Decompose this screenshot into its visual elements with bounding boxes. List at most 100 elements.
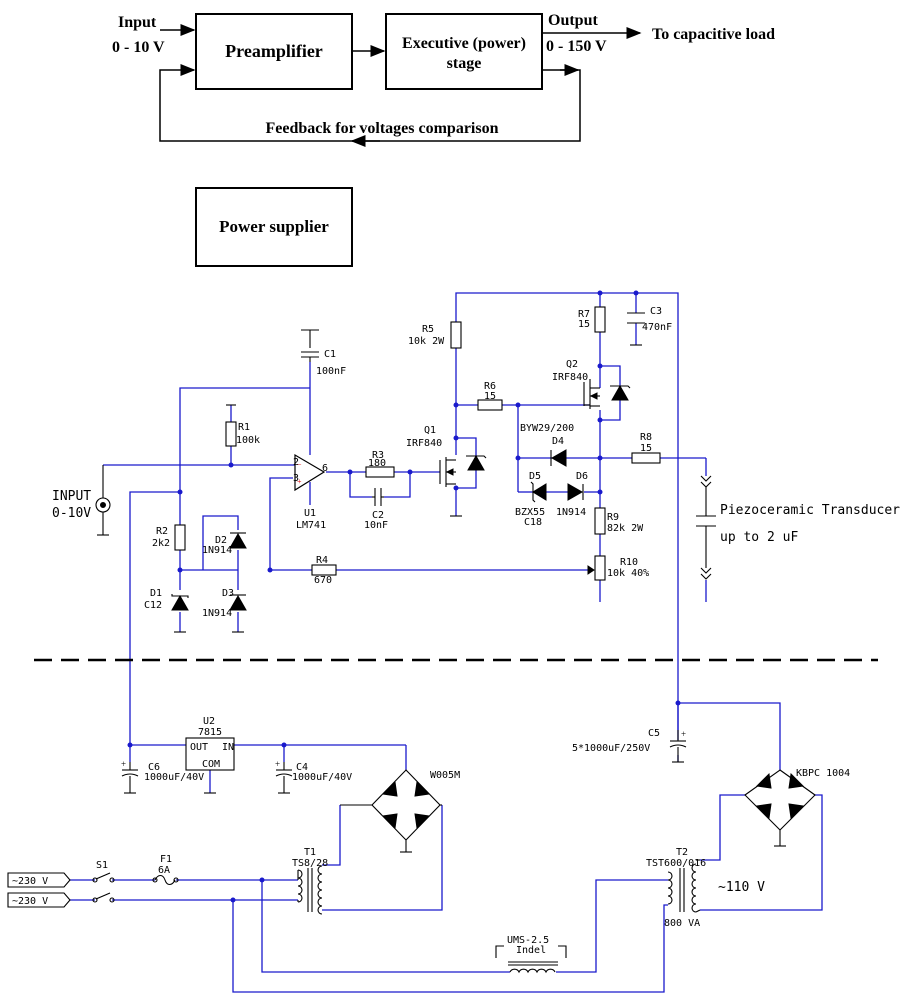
svg-text:3: 3 — [293, 473, 299, 484]
svg-text:OUT: OUT — [190, 742, 208, 753]
svg-text:2: 2 — [293, 457, 299, 468]
d2-diode — [229, 532, 247, 549]
bridge-kbpc1004 — [744, 769, 816, 847]
svg-text:IN: IN — [222, 742, 234, 753]
q2-mosfet — [583, 379, 631, 409]
svg-text:R1: R1 — [238, 422, 250, 433]
c5-capacitor: + — [669, 729, 687, 763]
svg-text:~230 V: ~230 V — [12, 896, 48, 907]
svg-text:+: + — [681, 729, 686, 739]
svg-text:BZX55: BZX55 — [515, 507, 545, 518]
svg-text:10nF: 10nF — [364, 520, 388, 531]
svg-text:6: 6 — [322, 463, 328, 474]
svg-text:1N914: 1N914 — [202, 545, 232, 556]
svg-text:KBPC 1004: KBPC 1004 — [796, 768, 850, 779]
u2-regulator — [185, 737, 235, 771]
r10-potentiometer — [587, 555, 606, 581]
r8-resistor — [631, 452, 661, 464]
s1-switch — [92, 872, 115, 903]
svg-text:C12: C12 — [144, 600, 162, 611]
svg-text:+: + — [297, 477, 302, 486]
feedback-path-left — [159, 64, 352, 142]
svg-text:6A: 6A — [158, 865, 170, 876]
r9-resistor — [594, 507, 606, 535]
svg-text:C6: C6 — [148, 762, 160, 773]
transducer-label: Piezoceramic Transducer — [720, 503, 900, 518]
mains-plug-1 — [7, 872, 71, 888]
svg-text:D5: D5 — [529, 471, 541, 482]
svg-text:S1: S1 — [96, 860, 108, 871]
f1-fuse — [152, 874, 179, 886]
d5-zener — [530, 481, 547, 503]
c3-capacitor — [627, 312, 645, 324]
input-jack — [95, 465, 111, 536]
mains-plug-2 — [7, 892, 71, 908]
d3-diode — [229, 594, 247, 611]
svg-text:5*1000uF/250V: 5*1000uF/250V — [572, 743, 650, 754]
power-labels: U2 7815 OUT IN COM C6 1000uF/40V C4 1000… — [12, 716, 850, 956]
junctions — [127, 290, 681, 903]
transducer-cap-label: up to 2 uF — [720, 530, 798, 545]
svg-text:F1: F1 — [160, 854, 172, 865]
svg-text:R5: R5 — [422, 324, 434, 335]
svg-text:R7: R7 — [578, 309, 590, 320]
c6-capacitor: + — [121, 759, 139, 794]
svg-text:100nF: 100nF — [316, 366, 346, 377]
input-label: Input — [118, 14, 157, 31]
svg-text:LM741: LM741 — [296, 520, 326, 531]
svg-text:~230 V: ~230 V — [12, 876, 48, 887]
svg-text:C4: C4 — [296, 762, 308, 773]
bridge-w005m — [340, 769, 442, 853]
svg-text:10k 2W: 10k 2W — [408, 336, 445, 347]
piezo-transducer — [696, 475, 716, 580]
svg-text:R9: R9 — [607, 512, 619, 523]
r1-resistor — [225, 421, 237, 447]
svg-text:1000uF/40V: 1000uF/40V — [144, 772, 204, 783]
t1-transformer — [297, 865, 323, 915]
d1-zener — [171, 594, 189, 611]
svg-text:T2: T2 — [676, 847, 688, 858]
svg-text:15: 15 — [578, 319, 590, 330]
svg-text:R2: R2 — [156, 526, 168, 537]
choke-ums — [495, 945, 567, 974]
r2-resistor — [174, 524, 186, 551]
svg-text:Q2: Q2 — [566, 359, 578, 370]
svg-text:+: + — [121, 759, 126, 769]
svg-text:IRF840: IRF840 — [406, 438, 442, 449]
svg-text:TST600/016: TST600/016 — [646, 858, 706, 869]
svg-text:15: 15 — [484, 391, 496, 402]
svg-text:UMS-2.5: UMS-2.5 — [507, 935, 549, 946]
svg-text:15: 15 — [640, 443, 652, 454]
t2-transformer — [667, 859, 701, 913]
c2-capacitor — [374, 488, 382, 506]
d4-diode — [550, 449, 567, 467]
input-jack-label: INPUT — [52, 489, 91, 504]
power-wires — [70, 702, 823, 993]
executive-label-1: Executive (power) — [402, 35, 526, 52]
svg-text:C1: C1 — [324, 349, 336, 360]
svg-text:1N914: 1N914 — [556, 507, 586, 518]
svg-text:R6: R6 — [484, 381, 496, 392]
c4-capacitor: + — [275, 759, 293, 794]
svg-text:10k 40%: 10k 40% — [607, 568, 649, 579]
svg-text:R8: R8 — [640, 432, 652, 443]
feedback-label: Feedback for voltages comparison — [265, 120, 498, 137]
schematic-wires — [103, 292, 707, 745]
svg-text:TS8/28: TS8/28 — [292, 858, 328, 869]
svg-text:U1: U1 — [304, 508, 316, 519]
executive-stage-block — [385, 13, 543, 90]
svg-text:IRF840: IRF840 — [552, 372, 588, 383]
svg-text:BYW29/200: BYW29/200 — [520, 423, 574, 434]
svg-text:82k 2W: 82k 2W — [607, 523, 644, 534]
svg-text:T1: T1 — [304, 847, 316, 858]
output-label: Output — [548, 12, 598, 29]
svg-text:D4: D4 — [552, 436, 564, 447]
power-supplier-block — [195, 187, 353, 267]
svg-text:180: 180 — [368, 458, 386, 469]
output-range: 0 - 150 V — [546, 38, 607, 55]
svg-text:Q1: Q1 — [424, 425, 436, 436]
preamplifier-label: Preamplifier — [225, 41, 323, 61]
svg-text:D2: D2 — [215, 535, 227, 546]
svg-text:C2: C2 — [372, 510, 384, 521]
